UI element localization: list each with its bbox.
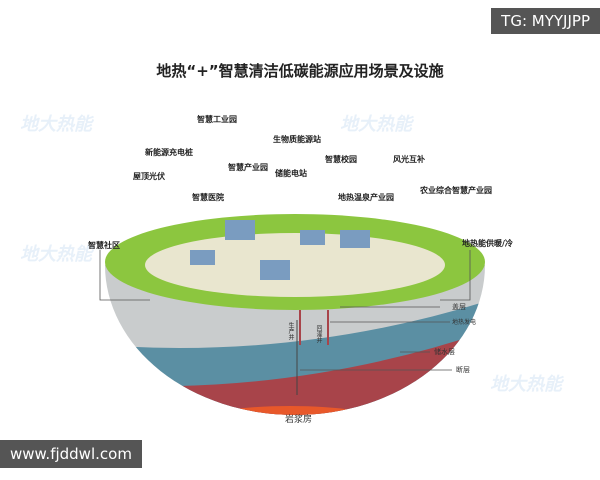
label-production-well: 生产井 bbox=[287, 322, 294, 340]
label-reinjection-well: 回灌井 bbox=[315, 325, 322, 343]
label-heating-cooling: 地热能供暖/冷 bbox=[462, 239, 513, 248]
label-smart-community: 智慧社区 bbox=[88, 241, 120, 250]
tg-badge: TG: MYYJJPP bbox=[491, 8, 600, 34]
hot-rock-layer bbox=[105, 330, 485, 415]
label-industrial-park: 智慧工业园 bbox=[197, 115, 237, 124]
page-title: 地热“+”智慧清洁低碳能源应用场景及设施 bbox=[156, 62, 444, 80]
label-geothermal-power: 地热发电 bbox=[452, 319, 477, 326]
label-wind-solar: 风光互补 bbox=[393, 155, 425, 164]
label-smart-campus: 智慧校园 bbox=[325, 155, 357, 164]
label-agri-park: 农业综合智慧产业园 bbox=[420, 186, 492, 195]
label-magma-chamber: 岩浆房 bbox=[285, 415, 313, 425]
watermark: 地大热能 bbox=[340, 114, 412, 135]
label-smart-hospital: 智慧医院 bbox=[192, 193, 224, 202]
label-ev-charging: 新能源充电桩 bbox=[145, 148, 193, 157]
city-area bbox=[145, 233, 445, 297]
label-cap-layer: 盖层 bbox=[452, 303, 466, 311]
label-energy-storage: 储能电站 bbox=[275, 169, 307, 178]
label-smart-industry: 智慧产业园 bbox=[228, 163, 268, 172]
label-fault: 断层 bbox=[456, 366, 470, 374]
label-reservoir: 储水层 bbox=[434, 348, 455, 356]
label-rooftop-pv: 屋顶光伏 bbox=[133, 172, 165, 181]
watermark: 地大热能 bbox=[490, 374, 562, 395]
label-biomass-station: 生物质能源站 bbox=[273, 135, 321, 144]
website-url: www.fjddwl.com bbox=[0, 440, 142, 468]
label-hot-spring: 地热温泉产业园 bbox=[338, 193, 394, 202]
watermark: 地大热能 bbox=[20, 114, 92, 135]
watermark: 地大热能 bbox=[20, 244, 92, 265]
